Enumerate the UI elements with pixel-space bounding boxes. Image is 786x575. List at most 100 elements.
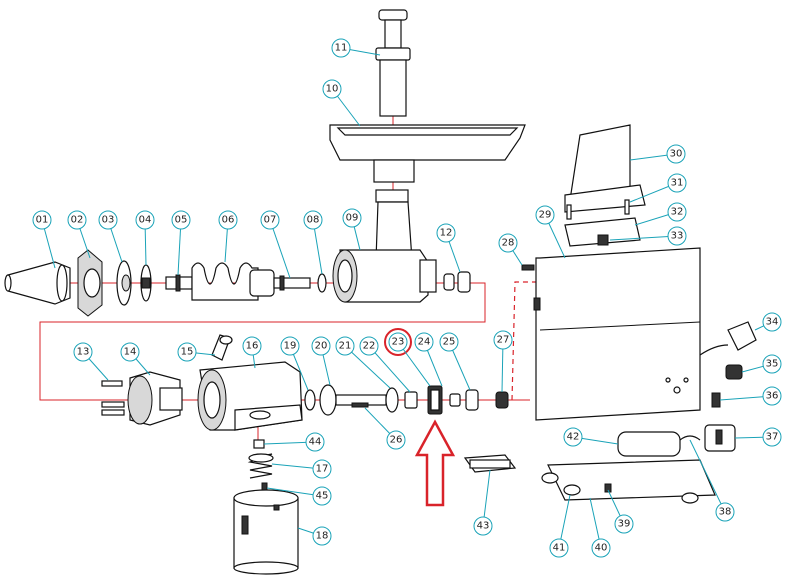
callout-27: 27 bbox=[493, 330, 513, 350]
callout-bubble bbox=[32, 210, 52, 230]
callout-label: 21 bbox=[339, 341, 352, 352]
callout-bubble bbox=[312, 459, 332, 479]
knob-37 bbox=[704, 424, 736, 452]
callout-label: 44 bbox=[309, 437, 322, 448]
callout-bubble bbox=[762, 386, 782, 406]
seal-08 bbox=[317, 273, 327, 293]
callout-bubble bbox=[715, 502, 735, 522]
tray-10 bbox=[329, 124, 526, 183]
washer-21 bbox=[385, 387, 399, 413]
callout-label: 39 bbox=[618, 519, 631, 530]
callout-bubble bbox=[762, 354, 782, 374]
callout-label: 12 bbox=[440, 228, 453, 239]
callout-label: 09 bbox=[346, 213, 359, 224]
cutting-plate-03 bbox=[116, 260, 132, 306]
callout-26: 26 bbox=[386, 430, 406, 450]
callout-label: 18 bbox=[316, 531, 329, 542]
callout-label: 26 bbox=[390, 435, 403, 446]
callout-bubble bbox=[414, 332, 434, 352]
grommet-35 bbox=[725, 364, 743, 380]
callout-09: 09 bbox=[342, 208, 362, 228]
callout-bubble bbox=[667, 202, 687, 222]
callout-label: 15 bbox=[181, 347, 194, 358]
leader-line-33 bbox=[609, 235, 678, 241]
callout-bubble bbox=[436, 223, 456, 243]
power-cord-34 bbox=[699, 321, 757, 356]
callout-bubble bbox=[218, 210, 238, 230]
callout-bubble bbox=[73, 342, 93, 362]
callout-36: 36 bbox=[762, 386, 782, 406]
bearing-22 bbox=[404, 391, 418, 409]
callout-45: 45 bbox=[312, 486, 332, 506]
callout-17: 17 bbox=[312, 459, 332, 479]
motor-18 bbox=[233, 489, 299, 575]
callout-42: 42 bbox=[563, 427, 583, 447]
callout-25: 25 bbox=[439, 332, 459, 352]
callout-16: 16 bbox=[242, 336, 262, 356]
spring-27 bbox=[495, 391, 509, 409]
callout-10: 10 bbox=[322, 79, 342, 99]
callout-label: 06 bbox=[222, 215, 235, 226]
callout-20: 20 bbox=[311, 336, 331, 356]
callout-label: 14 bbox=[124, 347, 137, 358]
callout-bubble bbox=[614, 514, 634, 534]
leader-line-21 bbox=[344, 345, 391, 389]
callout-label: 20 bbox=[315, 341, 328, 352]
auger-06 bbox=[191, 262, 275, 301]
hopper-30 bbox=[564, 124, 646, 213]
switch-33 bbox=[597, 234, 609, 246]
highlight-arrow bbox=[414, 419, 456, 507]
callout-bubble bbox=[177, 342, 197, 362]
callout-label: 17 bbox=[316, 464, 329, 475]
callout-01: 01 bbox=[32, 210, 52, 230]
callout-bubble bbox=[549, 538, 569, 558]
callout-label: 43 bbox=[477, 521, 490, 532]
washer-19 bbox=[304, 389, 316, 411]
fan-guard-43 bbox=[463, 454, 517, 473]
highlight-circle-23 bbox=[384, 328, 412, 356]
callout-37: 37 bbox=[762, 427, 782, 447]
front-cover-14 bbox=[127, 371, 183, 426]
callout-label: 29 bbox=[539, 210, 552, 221]
spring-17 bbox=[247, 453, 274, 479]
callout-label: 27 bbox=[497, 335, 510, 346]
callout-23: 23 bbox=[388, 332, 408, 352]
key-26 bbox=[351, 402, 369, 408]
callout-bubble bbox=[322, 79, 342, 99]
gearbox-housing-16 bbox=[197, 361, 303, 431]
sausage-nozzle-01 bbox=[4, 261, 71, 305]
callout-label: 33 bbox=[671, 231, 684, 242]
screws-31 bbox=[566, 199, 630, 220]
callout-label: 13 bbox=[77, 347, 90, 358]
callout-label: 19 bbox=[284, 341, 297, 352]
callout-12: 12 bbox=[436, 223, 456, 243]
callout-label: 07 bbox=[264, 215, 277, 226]
callout-14: 14 bbox=[120, 342, 140, 362]
callout-31: 31 bbox=[667, 173, 687, 193]
callout-bubble bbox=[135, 210, 155, 230]
gear-shaft-20 bbox=[319, 384, 387, 416]
callout-label: 28 bbox=[502, 238, 515, 249]
callout-label: 40 bbox=[595, 543, 608, 554]
callout-label: 42 bbox=[567, 432, 580, 443]
callout-label: 31 bbox=[671, 178, 684, 189]
nut-44 bbox=[253, 439, 265, 449]
callout-bubble bbox=[762, 312, 782, 332]
pusher-11 bbox=[375, 9, 411, 117]
callout-40: 40 bbox=[591, 538, 611, 558]
callout-label: 25 bbox=[443, 337, 456, 348]
gear-23 bbox=[427, 385, 443, 415]
bushings-12 bbox=[443, 271, 471, 293]
leader-line-07 bbox=[269, 219, 291, 279]
callout-label: 03 bbox=[102, 215, 115, 226]
callout-bubble bbox=[335, 336, 355, 356]
callout-34: 34 bbox=[762, 312, 782, 332]
callout-44: 44 bbox=[305, 432, 325, 452]
callout-label: 04 bbox=[139, 215, 152, 226]
callout-label: 05 bbox=[175, 215, 188, 226]
callout-19: 19 bbox=[280, 336, 300, 356]
callout-bubble bbox=[498, 233, 518, 253]
clip-36 bbox=[711, 392, 721, 408]
callout-label: 38 bbox=[719, 507, 732, 518]
